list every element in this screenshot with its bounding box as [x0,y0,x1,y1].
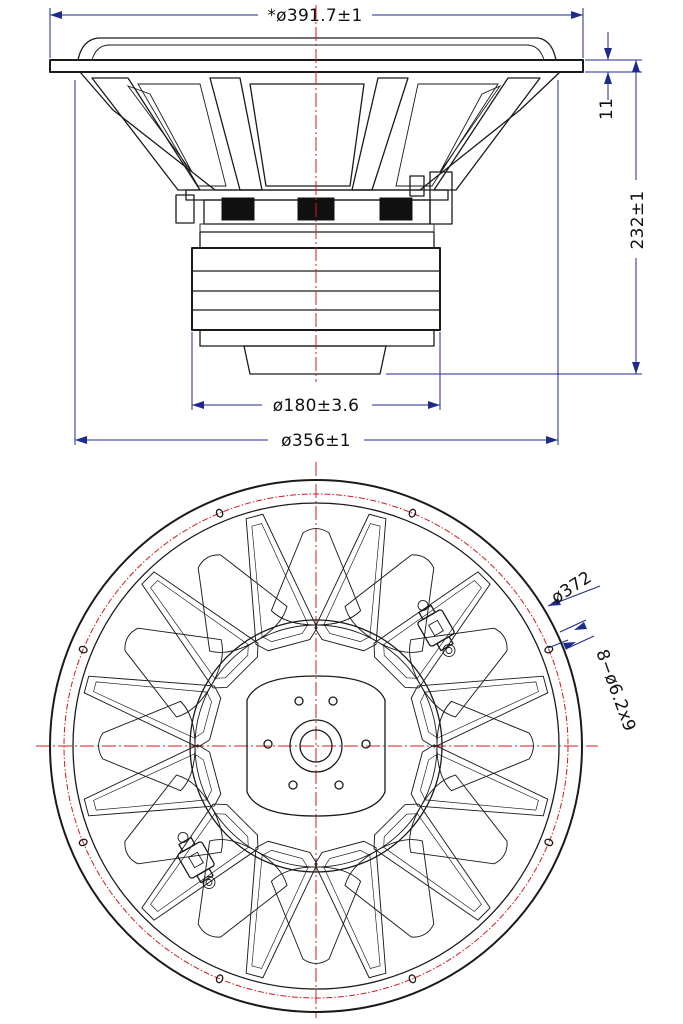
frame-spoke [366,796,507,937]
frame-window [168,827,295,958]
mounting-hole [215,508,224,518]
frame-spoke [311,507,409,654]
mounting-hole [544,645,554,654]
dim-flange-thickness: 11 [585,32,642,120]
outer-flange-circle [49,479,583,1013]
frame-window [104,598,235,725]
frame-spoke [223,507,321,654]
vent-inner [299,729,333,763]
cutout-diameter-label: ø356±1 [281,431,351,451]
pcd-label: ø372 [548,567,596,608]
surround-outline [77,37,557,61]
mounting-hole [78,838,88,847]
frame-window [397,767,528,894]
dim-cutout-diameter: ø356±1 [74,80,559,451]
vent-pole [243,345,387,375]
basket-spokes [91,77,541,191]
frame-inner-rim [72,502,560,990]
frame-window [168,534,295,665]
frame-spoke [223,838,321,985]
dim-pcd: ø372 [547,567,601,608]
frame-diameter-label: *ø391.7±1 [267,6,362,26]
overall-depth-label: 232±1 [628,190,648,249]
mounting-hole [408,508,417,518]
frame-spoke [125,796,266,937]
mounting-holes [78,508,554,984]
front-view: ø372 8−ø6.2x9 [36,462,639,1018]
frame-window [104,767,235,894]
frame-spoke [125,555,266,696]
mount-holes-label: 8−ø6.2x9 [591,647,639,734]
magnet-diameter-label: ø180±3.6 [273,396,360,416]
pcd-circle [63,493,569,999]
dim-frame-diameter: *ø391.7±1 [49,6,584,58]
magnet-outer-ring [189,619,443,873]
side-view: *ø391.7±1 11 232±1 ø180±3.6 [49,5,648,451]
frame-window [397,598,528,725]
frame-spoke [77,741,224,839]
frame-basket [79,71,561,191]
frame-window [337,827,464,958]
frame-spoke [408,741,555,839]
magnet-inner-ring [194,624,438,868]
frame-spoke [408,653,555,751]
dim-magnet-diameter: ø180±3.6 [191,332,441,416]
mounting-hole [215,974,224,984]
mounting-hole [408,974,417,984]
mounting-hole [78,645,88,654]
frame-spoke [77,653,224,751]
back-plate-holes [263,696,371,790]
frame-spoke [366,555,507,696]
back-plate [246,675,386,817]
frame-window [337,534,464,665]
flange-thickness-label: 11 [597,98,617,120]
dim-overall-depth: 232±1 [386,60,648,375]
mounting-hole [544,838,554,847]
spider-section [175,171,453,233]
mounting-flange [49,59,584,73]
vent-outer [289,719,343,773]
frame-spoke [311,838,409,985]
dim-mount-holes: 8−ø6.2x9 [547,619,639,734]
